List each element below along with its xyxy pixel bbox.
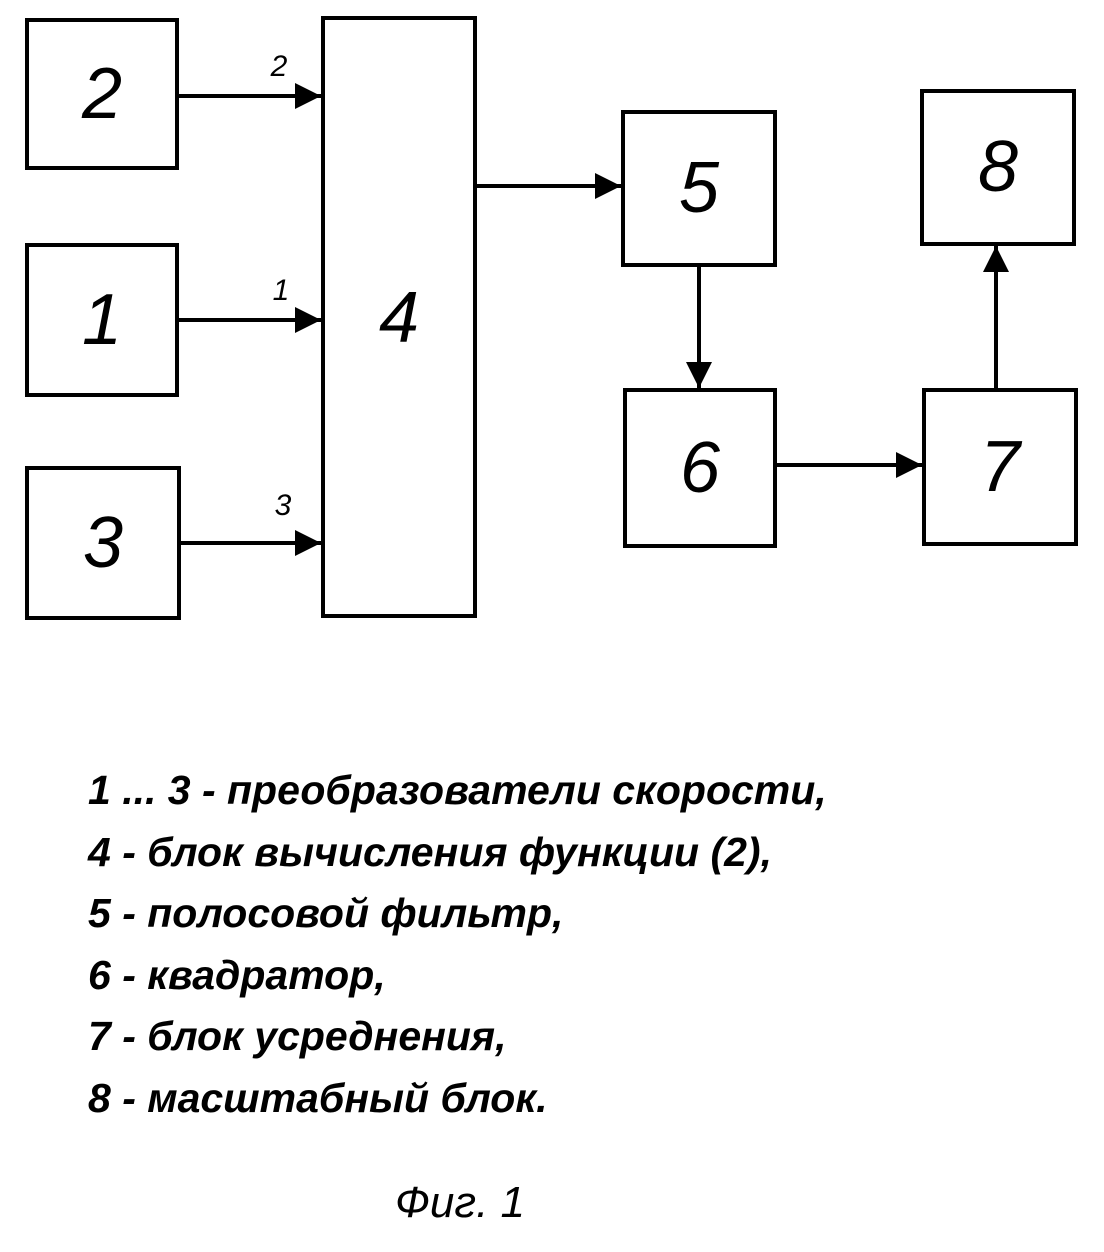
legend-item: 7 - блок усреднения,	[88, 1006, 827, 1068]
block-3-label: 3	[83, 503, 123, 583]
block-diagram: 2 1 3 4 5 6 7 8 2 1	[0, 0, 1104, 700]
connection-2-label: 2	[270, 50, 288, 83]
block-6: 6	[625, 390, 775, 546]
legend-item: 6 - квадратор,	[88, 945, 827, 1007]
legend-item: 1 ... 3 - преобразователи скорости,	[88, 760, 827, 822]
block-1-label: 1	[82, 280, 122, 360]
block-7-label: 7	[980, 427, 1023, 507]
block-1: 1	[27, 245, 177, 395]
block-8: 8	[922, 91, 1074, 244]
connection-1-label: 1	[273, 274, 290, 307]
legend: 1 ... 3 - преобразователи скорости, 4 - …	[88, 760, 827, 1129]
block-2-label: 2	[81, 54, 122, 134]
legend-item: 5 - полосовой фильтр,	[88, 883, 827, 945]
block-8-label: 8	[978, 127, 1018, 207]
block-4-label: 4	[379, 278, 419, 358]
legend-item: 8 - масштабный блок.	[88, 1068, 827, 1130]
connection-1-to-4: 1	[177, 274, 321, 320]
block-2: 2	[27, 20, 177, 168]
legend-item: 4 - блок вычисления функции (2),	[88, 822, 827, 884]
block-5-label: 5	[679, 148, 720, 228]
figure-caption: Фиг. 1	[380, 1178, 540, 1228]
connection-3-to-4: 3	[179, 489, 321, 543]
block-5: 5	[623, 112, 775, 265]
block-7: 7	[924, 390, 1076, 544]
block-6-label: 6	[680, 428, 721, 508]
block-3: 3	[27, 468, 179, 618]
connection-3-label: 3	[275, 489, 292, 522]
block-4: 4	[323, 18, 475, 616]
connection-2-to-4: 2	[177, 50, 321, 96]
